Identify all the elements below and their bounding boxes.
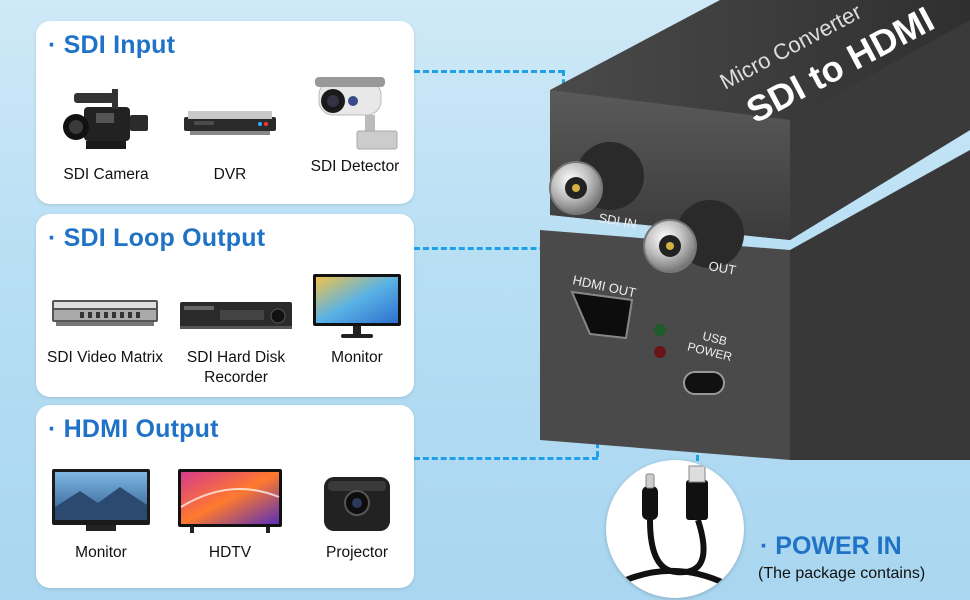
sdi-video-matrix-item: SDI Video Matrix bbox=[42, 286, 168, 368]
projector-item: Projector bbox=[306, 467, 408, 563]
hdmi-monitor-label: Monitor bbox=[75, 544, 127, 561]
sdi-video-matrix-label: SDI Video Matrix bbox=[46, 349, 163, 366]
tv-monitor-icon bbox=[52, 469, 150, 531]
hard-disk-recorder-icon bbox=[180, 302, 292, 329]
connector-line-hdmi bbox=[414, 457, 598, 460]
loop-monitor-label: Monitor bbox=[331, 349, 383, 366]
connector-line-loop bbox=[414, 247, 644, 250]
sdi-loop-output-title: · SDI Loop Output bbox=[48, 224, 266, 252]
sdi-detector-item: SDI Detector bbox=[302, 71, 408, 177]
power-in-subtitle: (The package contains) bbox=[758, 565, 926, 582]
sdi-camera-item: SDI Camera bbox=[56, 89, 156, 185]
sdi-input-card: · SDI Input SDI Camera DVR bbox=[36, 21, 414, 204]
projector-icon bbox=[324, 477, 390, 531]
usb-cable-icon bbox=[624, 465, 728, 587]
security-camera-icon bbox=[315, 77, 398, 150]
connector-line-input bbox=[414, 70, 564, 73]
hdtv-item: HDTV bbox=[176, 467, 284, 563]
loop-monitor-item: Monitor bbox=[306, 272, 408, 368]
sdi-hard-disk-recorder-item: SDI Hard Disk Recorder bbox=[174, 286, 298, 388]
projector-label: Projector bbox=[325, 544, 389, 561]
dvr-icon bbox=[184, 111, 276, 135]
sdi-detector-label: SDI Detector bbox=[310, 158, 400, 175]
hdmi-output-title: · HDMI Output bbox=[48, 415, 219, 443]
power-in-title: · POWER IN bbox=[760, 532, 902, 560]
dvr-label: DVR bbox=[213, 166, 247, 183]
video-matrix-icon bbox=[52, 300, 158, 326]
sdi-camera-label: SDI Camera bbox=[63, 166, 149, 183]
sdi-input-title: · SDI Input bbox=[48, 31, 176, 59]
hdtv-icon bbox=[178, 469, 282, 533]
dvr-item: DVR bbox=[180, 89, 280, 185]
sdi-hard-disk-recorder-label: SDI Hard Disk Recorder bbox=[186, 349, 286, 386]
usb-cable-image bbox=[606, 460, 744, 598]
monitor-icon bbox=[313, 274, 401, 338]
port-label-sdi-in: SDI IN bbox=[597, 210, 637, 231]
sdi-to-hdmi-converter: Micro Converter SDI to HDMI SDI IN OUT H… bbox=[540, 0, 970, 460]
port-label-sdi-out: OUT bbox=[707, 258, 737, 278]
hdtv-label: HDTV bbox=[208, 544, 252, 561]
sdi-loop-output-card: · SDI Loop Output SDI Video Matrix SDI H… bbox=[36, 214, 414, 397]
camera-icon bbox=[63, 89, 148, 149]
hdmi-monitor-item: Monitor bbox=[48, 467, 154, 563]
hdmi-output-card: · HDMI Output Monitor bbox=[36, 405, 414, 588]
